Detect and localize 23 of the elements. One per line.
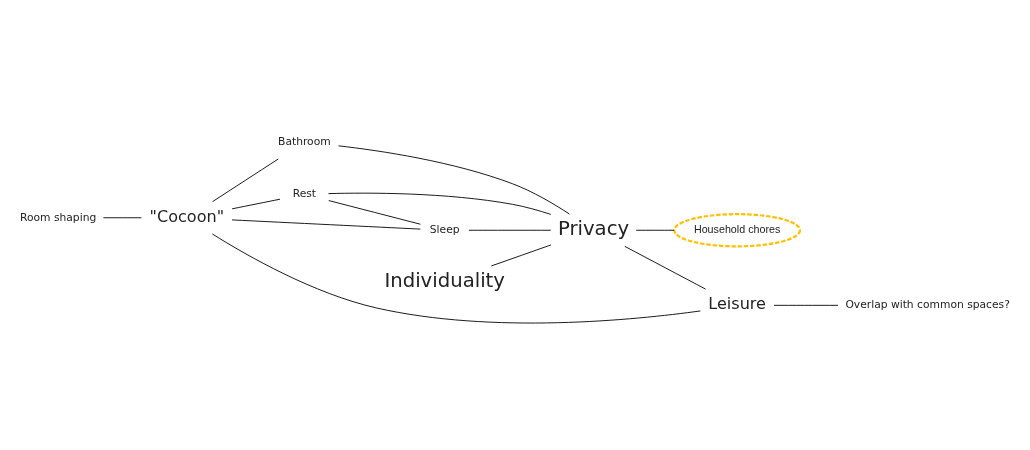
connector [102,217,142,219]
node-text: Privacy [557,217,630,241]
node-ellipse: Household chores [673,213,802,248]
connector [328,200,421,225]
connector [635,229,675,231]
connector [231,198,281,210]
node-text: Room shaping [19,210,97,224]
connector [338,145,570,215]
node-text: Rest [292,187,317,201]
node-text: Sleep [429,223,460,237]
connector [231,219,421,230]
connector [490,244,552,267]
node-text: Individuality [384,269,505,293]
connector [211,233,701,324]
connector [624,245,707,290]
connector [468,229,552,231]
connector [773,304,839,306]
connector [328,192,552,215]
connector [212,158,279,203]
node-text: Bathroom [278,135,331,149]
node-text: Leisure [708,294,766,314]
node-text: Overlap with common spaces? [845,298,1010,312]
node-text: "Cocoon" [149,206,225,226]
